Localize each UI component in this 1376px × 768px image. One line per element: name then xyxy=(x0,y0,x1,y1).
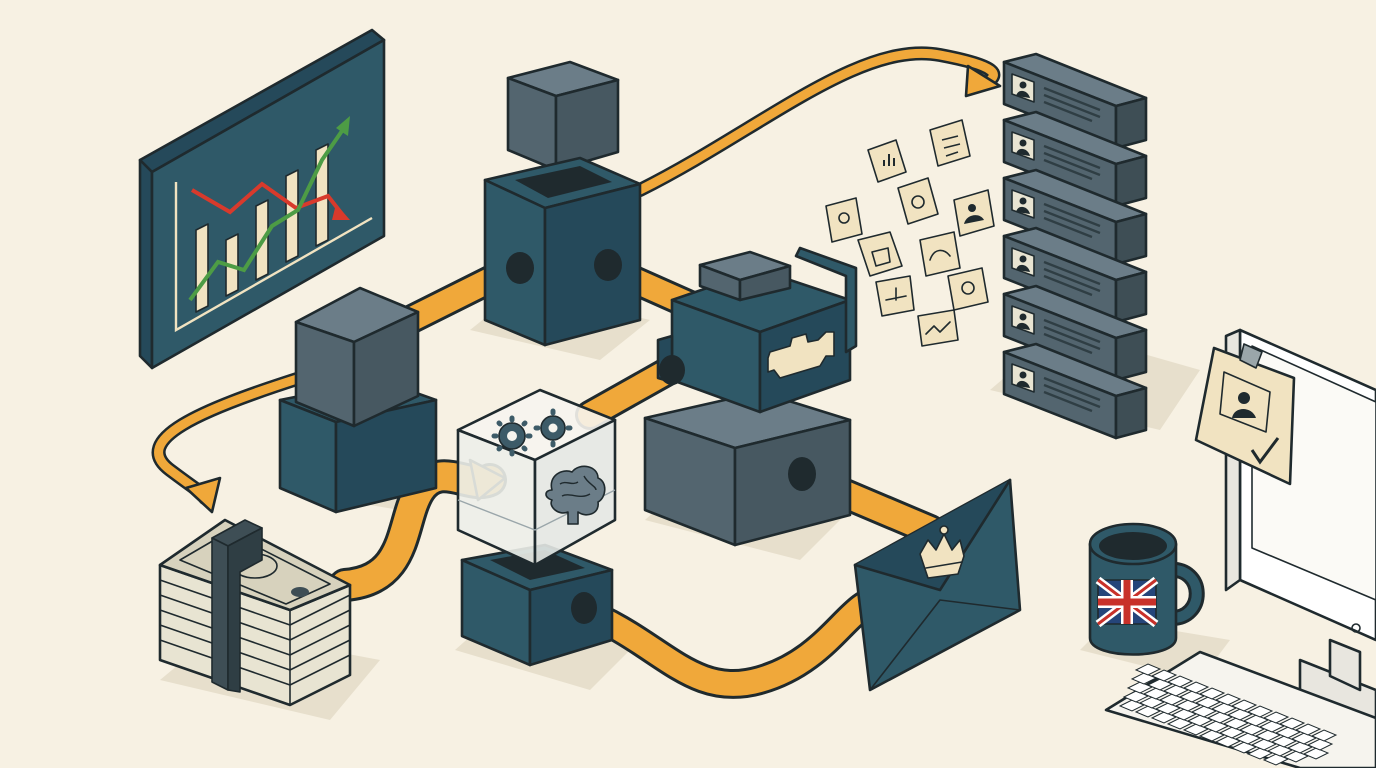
chart-line-red xyxy=(190,181,344,216)
keyboard-key xyxy=(1278,717,1306,730)
keyboard-key xyxy=(1214,693,1242,706)
keyboard-key xyxy=(1230,699,1258,712)
server-unit xyxy=(1002,342,1148,440)
keyboard-key xyxy=(1246,705,1274,718)
brain-icon xyxy=(545,465,606,525)
keyboard-key xyxy=(1134,663,1162,676)
keyboard-key xyxy=(1166,675,1194,688)
left-block-stack xyxy=(278,286,438,514)
union-jack-icon xyxy=(1095,576,1159,628)
engine-icon xyxy=(767,331,835,379)
keyboard-key xyxy=(1302,747,1330,760)
sticky-note-icon xyxy=(1194,343,1296,486)
keyboard-key xyxy=(1150,669,1178,682)
server-unit xyxy=(1002,168,1148,266)
document-icon xyxy=(929,119,971,167)
document-icon xyxy=(919,231,961,277)
document-cloud xyxy=(825,119,995,347)
glass-cube xyxy=(456,388,617,567)
checkmark-icon xyxy=(1250,437,1280,465)
gears-icon xyxy=(491,408,573,457)
keyboard-key xyxy=(1182,681,1210,694)
mug-icon xyxy=(1088,522,1205,656)
document-icon xyxy=(897,177,939,225)
keyboard-key xyxy=(1306,738,1334,751)
arrowhead-servers xyxy=(964,64,1002,98)
pipe-to-servers xyxy=(633,46,1001,197)
document-icon xyxy=(917,309,959,347)
engine-stack xyxy=(643,246,858,547)
top-block-stack xyxy=(483,60,642,347)
server-rack-icon xyxy=(1002,52,1148,440)
envelope-icon xyxy=(853,478,1022,692)
server-unit xyxy=(1002,284,1148,382)
crown-seal-icon xyxy=(919,525,965,579)
document-icon xyxy=(875,275,915,317)
document-icon xyxy=(867,139,907,183)
server-unit xyxy=(1002,110,1148,208)
keyboard-key xyxy=(1294,723,1322,736)
keyboard-key xyxy=(1262,711,1290,724)
keyboard-icon xyxy=(1104,650,1376,768)
cash-stack-icon xyxy=(158,518,352,707)
document-icon xyxy=(953,189,995,237)
document-icon xyxy=(947,267,989,311)
keyboard-key xyxy=(1310,729,1338,742)
keyboard-keys xyxy=(1118,663,1338,766)
chart-line-green xyxy=(188,126,346,302)
keyboard-key xyxy=(1198,687,1226,700)
chart-board-icon xyxy=(138,28,386,370)
document-icon xyxy=(857,231,903,277)
server-unit xyxy=(1002,226,1148,324)
arrowhead-cash xyxy=(184,476,222,514)
document-icon xyxy=(825,197,863,243)
